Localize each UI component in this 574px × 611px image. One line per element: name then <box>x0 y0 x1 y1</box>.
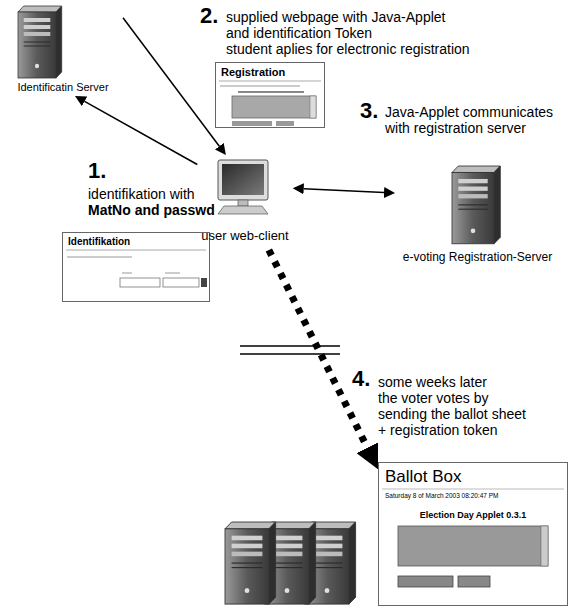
server-node: Identificatin Server <box>3 4 123 96</box>
applet-button <box>458 576 490 587</box>
node-title: Registration <box>221 66 285 79</box>
node-title: e-voting Registration-Server <box>403 251 552 265</box>
scrollbar <box>310 96 316 118</box>
window-ground <box>215 62 325 128</box>
step-note: identifikation with <box>88 186 195 202</box>
scrollbar <box>541 526 548 566</box>
window-fine-print <box>238 91 304 93</box>
flow-arrow <box>123 18 219 146</box>
callout-number: 3. <box>360 98 378 123</box>
input-field <box>163 278 199 287</box>
login-window: Identifikation <box>62 232 210 302</box>
submit-button <box>201 278 207 287</box>
monitor-screen <box>222 164 264 195</box>
step-note: supplied webpage with Java-Applet <box>226 9 445 25</box>
dotted-flow-arrow <box>269 250 367 448</box>
node-title: Identifikation <box>68 236 130 248</box>
input-field <box>120 278 160 287</box>
step-note: student aplies for electronic registrati… <box>226 41 470 57</box>
applet-button <box>276 121 294 126</box>
window-ground <box>378 462 568 606</box>
step-note: sending the ballot sheet <box>378 406 526 422</box>
flow-arrow <box>85 101 198 164</box>
monitor-base <box>218 206 268 214</box>
applet-button <box>232 121 272 126</box>
window-fine-print <box>220 85 300 87</box>
field-caption <box>165 272 180 274</box>
monitor-stand <box>238 200 248 206</box>
step-note: and identification Token <box>226 25 372 41</box>
applet-textarea <box>398 526 548 566</box>
window-ground <box>62 232 210 302</box>
applet-window: Registration <box>215 62 325 128</box>
step-note: with registration server <box>385 120 526 136</box>
flow-arrow <box>304 189 384 193</box>
field-caption <box>122 272 132 274</box>
node-title: Ballot Box <box>385 467 462 487</box>
node-text: Saturday 8 of March 2003 08:20:47 PM <box>385 492 498 499</box>
monitor-frame <box>218 160 268 200</box>
applet-textarea <box>232 96 316 118</box>
server-icon <box>225 522 276 604</box>
node-title: user web-client <box>201 229 288 244</box>
server-icon <box>452 166 500 244</box>
callout-number: 4. <box>352 366 370 391</box>
step-note: Java-Applet communicates <box>385 104 553 120</box>
window-fine-print <box>67 256 132 258</box>
node-text: Election Day Applet 0.3.1 <box>420 510 527 520</box>
applet-window: Ballot BoxSaturday 8 of March 2003 08:20… <box>378 462 568 606</box>
step-note: + registration token <box>378 422 497 438</box>
node-title: Identificatin Server <box>17 81 108 94</box>
window-rule <box>382 489 564 490</box>
break-line <box>240 345 340 347</box>
server-icon <box>18 6 62 78</box>
step-note: MatNo and passwd <box>88 202 215 218</box>
step-note: some weeks later <box>378 374 487 390</box>
break-line <box>240 353 340 355</box>
server-node: e-voting Registration-Server <box>395 160 560 270</box>
callout-number: 2. <box>200 3 218 28</box>
step-note: the voter votes by <box>378 390 489 406</box>
applet-button <box>398 576 453 587</box>
window-rule <box>66 250 206 251</box>
window-rule <box>219 81 321 82</box>
callout-number: 1. <box>88 158 106 183</box>
